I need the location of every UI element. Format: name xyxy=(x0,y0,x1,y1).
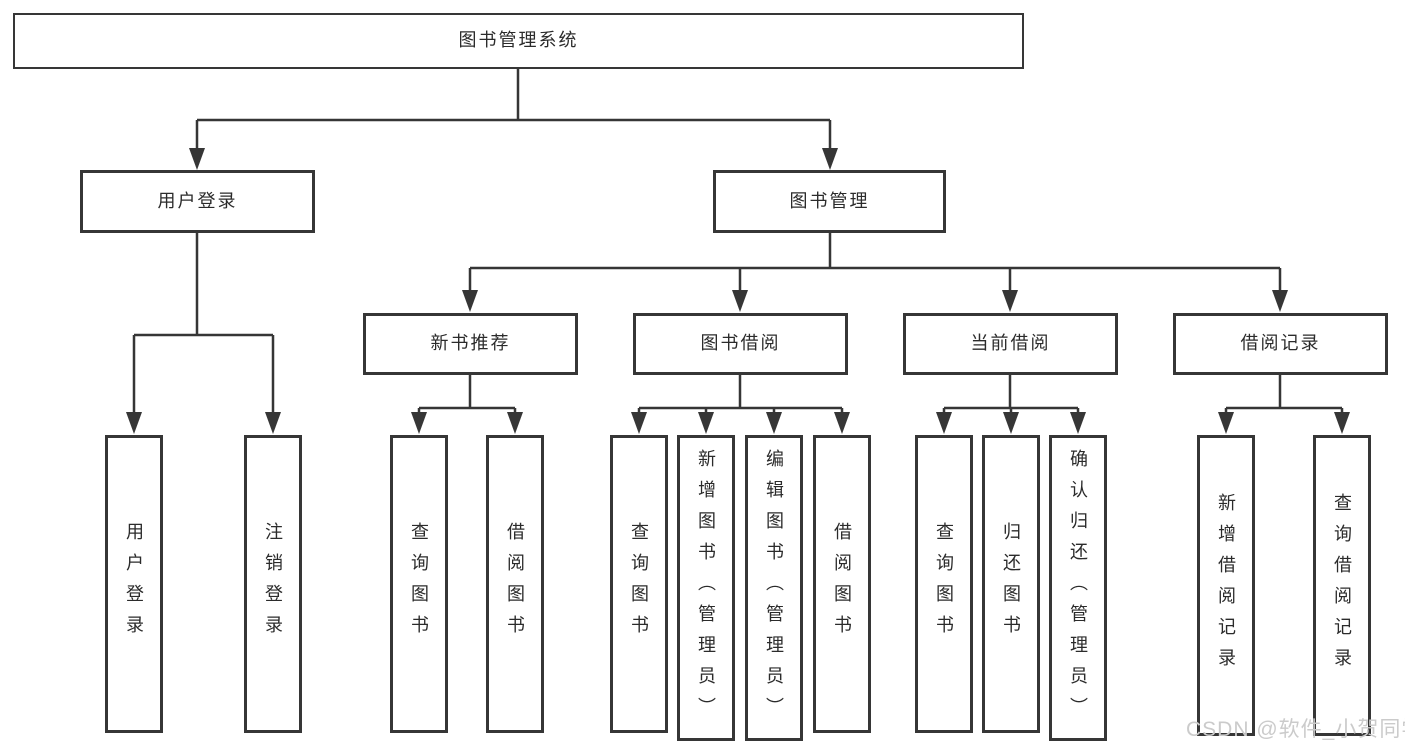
arrowhead-icons xyxy=(126,148,1350,434)
leaf-confirm-return-admin: 确认归还（管理员） xyxy=(1049,435,1107,741)
leaf-query-books-borrow: 查询图书 xyxy=(610,435,668,733)
connector-lines xyxy=(132,69,1344,420)
node-book-management: 图书管理 xyxy=(713,170,946,233)
node-borrow-records: 借阅记录 xyxy=(1173,313,1388,375)
leaf-user-login: 用户登录 xyxy=(105,435,163,733)
node-current-borrow: 当前借阅 xyxy=(903,313,1118,375)
leaf-return-book: 归还图书 xyxy=(982,435,1040,733)
leaf-query-borrow-record: 查询借阅记录 xyxy=(1313,435,1371,736)
leaf-logout: 注销登录 xyxy=(244,435,302,733)
leaf-edit-book-admin: 编辑图书（管理员） xyxy=(745,435,803,741)
node-user-login: 用户登录 xyxy=(80,170,315,233)
leaf-borrow-books: 借阅图书 xyxy=(813,435,871,733)
leaf-query-books-recommend: 查询图书 xyxy=(390,435,448,733)
leaf-borrow-books-recommend: 借阅图书 xyxy=(486,435,544,733)
node-book-borrow: 图书借阅 xyxy=(633,313,848,375)
leaf-add-book-admin: 新增图书（管理员） xyxy=(677,435,735,741)
node-new-book-recommend: 新书推荐 xyxy=(363,313,578,375)
leaf-add-borrow-record: 新增借阅记录 xyxy=(1197,435,1255,736)
node-library-management-system: 图书管理系统 xyxy=(13,13,1024,69)
leaf-query-books-current: 查询图书 xyxy=(915,435,973,733)
csdn-watermark: CSDN @软件_小贺同学 xyxy=(1186,718,1405,741)
